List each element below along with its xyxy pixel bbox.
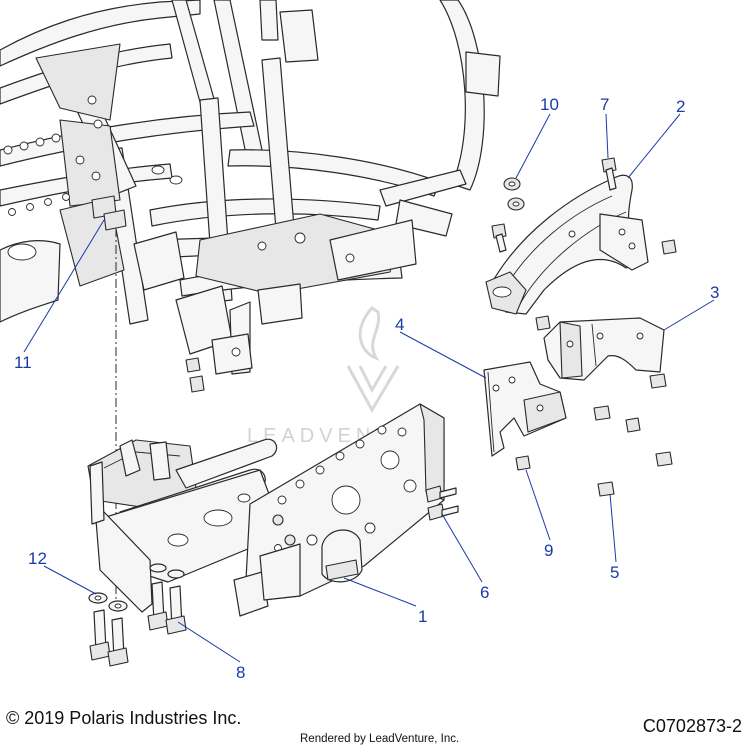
bumper-tube-part-2 [485,174,649,315]
callout-9: 9 [544,541,553,560]
nuts-part-10 [503,177,525,211]
hardware-fasteners [88,157,677,667]
callout-2: 2 [676,97,685,116]
callout-11: 11 [14,353,32,372]
callout-7: 7 [600,95,609,114]
bolts-part-7 [491,157,677,255]
frame-nuts [185,357,205,393]
callout-6: 6 [480,583,489,602]
washers-part-12 [88,592,128,612]
callout-12: 12 [28,549,47,568]
plate-bracket-part-4 [483,361,567,457]
vehicle-frame [0,0,501,375]
figure-code: C0702873-2 [642,716,742,736]
bracket-part-3 [543,317,665,381]
mount-assembly-part-1 [87,403,445,617]
callout-10: 10 [540,95,559,114]
callout-5: 5 [610,563,619,582]
callout-labels: 1 2 3 4 5 6 7 8 9 10 11 12 [14,95,719,682]
callout-3: 3 [710,283,719,302]
bolts-part-8 [89,563,187,667]
rendered-by-credit: Rendered by LeadVenture, Inc. [300,733,460,745]
copyright-notice: © 2019 Polaris Industries Inc. [6,708,242,728]
callout-8: 8 [236,663,245,682]
callout-4: 4 [395,315,404,334]
callout-1: 1 [418,607,427,626]
leader-lines [23,113,715,663]
